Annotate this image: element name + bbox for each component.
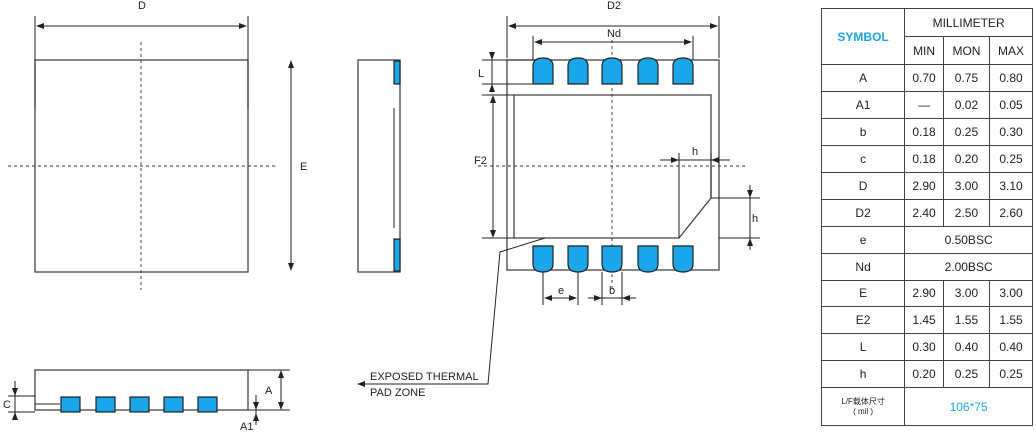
bottom-nd-label: Nd [607,28,621,40]
side-a1-label: A1 [240,421,253,432]
row-nom: 3.00 [942,279,991,308]
side-c-label: C [3,399,11,411]
top-d-label: D [138,0,146,12]
row-max: 0.25 [989,144,1033,173]
row-nom: 3.00 [942,171,991,200]
bottom-b-label: b [609,285,615,297]
row-max: 3.10 [989,171,1033,200]
row-min: 0.20 [904,360,944,389]
bottom-l-label: L [478,68,484,80]
row-nom: 0.75 [942,64,991,92]
top-view: D E [8,0,307,290]
bottom-h2-label: h [752,213,758,225]
row-min: 0.30 [904,333,944,362]
row-max: 2.60 [989,198,1033,227]
row-nom: 0.02 [942,90,991,119]
row-max: 0.25 [989,360,1033,389]
side-a-label: A [265,385,273,397]
row-min: 2.90 [904,279,944,308]
row-symbol: D [820,171,906,200]
table-row: D 2.90 3.00 3.10 [820,171,1033,200]
row-symbol: A1 [820,90,906,119]
row-symbol: c [820,144,906,173]
row-nom: 0.40 [942,333,991,362]
row-max: 3.00 [989,279,1033,308]
col-max-header: MAX [989,36,1033,65]
thermal-pad [513,94,712,239]
side-view-vertical [357,59,401,273]
row-max: 0.05 [989,90,1033,119]
dimension-table: SYMBOL MILLIMETER MIN MON MAX A 0.70 0.7… [820,8,1033,426]
row-value: 0.50BSC [904,225,1033,254]
row-min: 2.90 [904,171,944,200]
footer-label: L/F载体尺寸 ( mil ) [820,387,906,426]
footer-label-line1: L/F载体尺寸 [841,396,885,406]
table-row: E2 1.45 1.55 1.55 [820,306,1033,335]
symbol-header: SYMBOL [820,8,906,65]
table-row: Nd 2.00BSC [820,252,1033,281]
row-min: 0.70 [904,64,944,92]
row-symbol: Nd [820,252,906,281]
bottom-d2-label: D2 [607,0,621,12]
row-max: 0.40 [989,333,1033,362]
table-row: A1 — 0.02 0.05 [820,90,1033,119]
unit-header: MILLIMETER [904,8,1033,37]
row-max: 1.55 [989,306,1033,335]
row-min: — [904,90,944,119]
table-row: c 0.18 0.20 0.25 [820,144,1033,173]
row-min: 0.18 [904,117,944,146]
table-row: L 0.30 0.40 0.40 [820,333,1033,362]
row-symbol: L [820,333,906,362]
table-row: h 0.20 0.25 0.25 [820,360,1033,389]
row-symbol: E [820,279,906,308]
bottom-e-label: e [558,285,564,297]
row-nom: 0.20 [942,144,991,173]
table-row: b 0.18 0.25 0.30 [820,117,1033,146]
footer-value: 106*75 [904,387,1033,426]
row-max: 0.30 [989,117,1033,146]
row-symbol: e [820,225,906,254]
row-min: 2.40 [904,198,944,227]
row-symbol: D2 [820,198,906,227]
row-symbol: E2 [820,306,906,335]
row-min: 0.18 [904,144,944,173]
table-footer-row: L/F载体尺寸 ( mil ) 106*75 [820,387,1033,426]
row-nom: 2.50 [942,198,991,227]
side-view-horizontal: C A A1 [3,369,290,432]
table-row: e 0.50BSC [820,225,1033,254]
top-e-label: E [300,161,307,173]
col-nom-header: MON [942,36,991,65]
row-symbol: h [820,360,906,389]
row-max: 0.80 [989,64,1033,92]
row-nom: 1.55 [942,306,991,335]
row-symbol: A [820,64,906,92]
row-symbol: b [820,117,906,146]
side-view-body [357,59,401,273]
bottom-f2-label: F2 [474,155,487,167]
row-min: 1.45 [904,306,944,335]
table-row: D2 2.40 2.50 2.60 [820,198,1033,227]
thermal-label-line1: EXPOSED THERMAL [370,371,479,383]
footer-label-line2: ( mil ) [853,406,874,416]
col-min-header: MIN [904,36,944,65]
table-row: E 2.90 3.00 3.00 [820,279,1033,308]
bottom-h1-label: h [692,146,698,158]
row-nom: 0.25 [942,360,991,389]
table-row: A 0.70 0.75 0.80 [820,64,1033,92]
row-value: 2.00BSC [904,252,1033,281]
row-nom: 0.25 [942,117,991,146]
thermal-label-line2: PAD ZONE [370,387,425,399]
bottom-view: D2 Nd L F2 h h [357,0,760,399]
